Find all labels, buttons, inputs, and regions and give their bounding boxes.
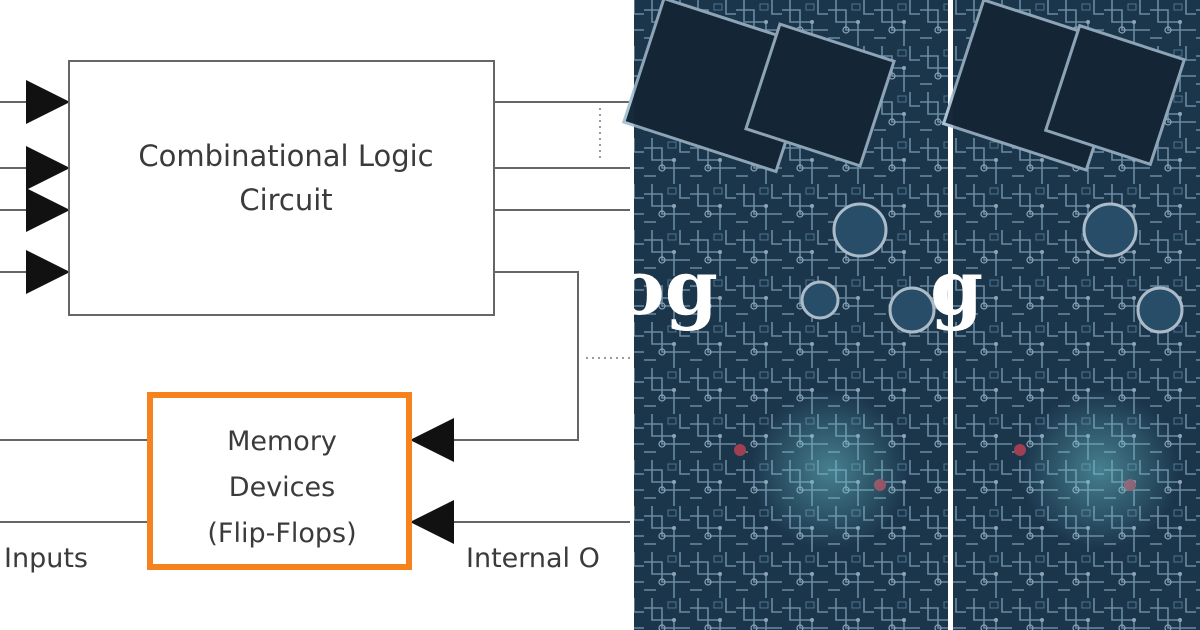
memory-arrow-1 — [410, 418, 454, 462]
combinational-label-line2: Circuit — [239, 183, 332, 217]
memory-arrow-2 — [410, 500, 454, 544]
title-fragment-left: og — [614, 243, 718, 332]
memory-label-line2: Devices — [229, 472, 335, 503]
circuit-board-image-panel-1 — [621, 0, 948, 630]
title-fragment-right: g — [930, 243, 983, 332]
memory-label-line1: Memory — [227, 426, 337, 457]
input-arrow-3 — [26, 188, 70, 232]
combinational-logic-block — [68, 60, 495, 316]
ellipsis-dots — [586, 108, 632, 359]
inputs-label: Inputs — [4, 543, 88, 574]
combinational-label-line1: Combinational Logic — [138, 139, 433, 173]
input-arrows — [26, 80, 454, 544]
diagram-wires — [0, 101, 630, 523]
internal-outputs-label: Internal O — [466, 543, 600, 574]
input-arrow-2 — [26, 146, 70, 190]
memory-devices-block — [147, 392, 412, 570]
memory-label-line3: (Flip-Flops) — [207, 518, 356, 549]
circuit-board-image-panel-2 — [941, 0, 1200, 630]
input-arrow-1 — [26, 80, 70, 124]
input-arrow-4 — [26, 250, 70, 294]
